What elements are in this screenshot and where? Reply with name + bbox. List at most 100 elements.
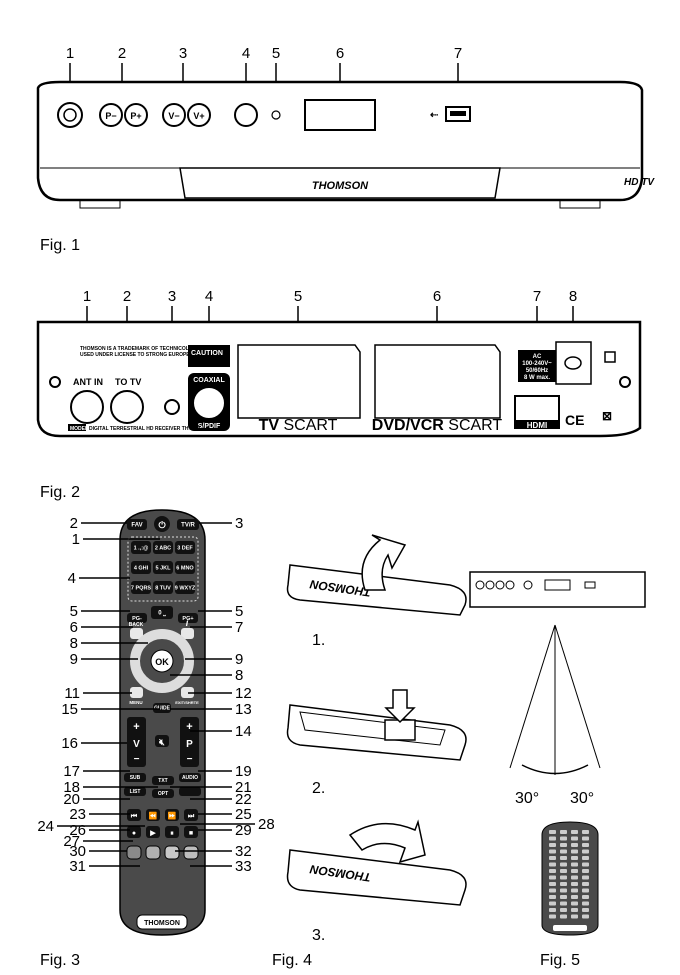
power-spec-line: 100-240V~ xyxy=(522,361,552,367)
navigation-ring[interactable] xyxy=(130,629,194,693)
mini-remote-key xyxy=(582,908,589,912)
tv-scart-label: TV SCART xyxy=(259,417,338,434)
callout-number: 28 xyxy=(258,816,275,833)
digit-key xyxy=(131,561,151,574)
power-button xyxy=(57,102,83,128)
mini-remote-key xyxy=(560,843,567,847)
mini-remote-key xyxy=(560,895,567,899)
front-buttons: P− P+ V− V+ xyxy=(99,103,211,127)
callout-number: 20 xyxy=(63,791,80,808)
digit-key-label: 8 TUV xyxy=(155,585,171,591)
program-rocker-label: P xyxy=(186,739,193,750)
mini-remote-key xyxy=(560,830,567,834)
color-key xyxy=(126,845,142,860)
digit-key-label: 9 WXYZ xyxy=(175,585,196,591)
mini-remote-key xyxy=(582,849,589,854)
volume-rocker-label: V xyxy=(133,739,140,750)
mini-remote-key xyxy=(571,888,578,893)
subtitle-key xyxy=(124,773,146,782)
callout-number: 31 xyxy=(69,858,86,875)
mini-remote-key xyxy=(560,849,567,854)
mini-remote-key xyxy=(582,888,589,893)
digit-key-label: 7 PQRS xyxy=(131,585,152,591)
teletext-key xyxy=(152,776,174,785)
back-key xyxy=(130,628,143,639)
ok-key xyxy=(150,649,174,673)
callout-number: 21 xyxy=(235,779,252,796)
callout-number: 26 xyxy=(69,822,86,839)
mini-remote-key xyxy=(549,914,556,919)
mini-remote-key xyxy=(549,901,556,906)
mini-remote-key xyxy=(549,869,556,873)
mini-remote-key xyxy=(571,914,578,919)
mini-remote-key xyxy=(560,856,567,860)
callout-number: 7 xyxy=(454,45,462,62)
ant-in-label: ANT IN xyxy=(73,377,103,387)
p-minus-button xyxy=(99,103,123,127)
record-key-icon: ● xyxy=(132,830,136,837)
callout-number: 3 xyxy=(235,515,243,532)
mini-remote-key xyxy=(549,836,556,841)
callout-number: 30 xyxy=(69,843,86,860)
callout-number: 19 xyxy=(235,763,252,780)
fig5-remote-angle: 30° 30° Fig. 5 xyxy=(469,571,646,969)
mini-remote-key xyxy=(582,856,589,860)
usb-rear-port xyxy=(164,399,180,415)
subtitle-key-label: SUB xyxy=(130,775,141,781)
digit-key-label: 6 MNO xyxy=(176,565,194,571)
callout-number: 4 xyxy=(68,570,76,587)
page-minus-key-label: PG- xyxy=(132,616,142,622)
mini-remote-key xyxy=(571,862,578,867)
callout-number: 8 xyxy=(70,635,78,652)
option-key-label: OPT xyxy=(158,791,168,797)
callout-number: 3 xyxy=(168,288,176,305)
callout-number: 1 xyxy=(83,288,91,305)
mini-remote-key xyxy=(549,856,556,860)
fig4-battery-cover: THOMSON 1. 2. THOMSON 3. Fig. 4 xyxy=(272,534,467,969)
volume-rocker-plus: + xyxy=(133,721,139,733)
front-flap xyxy=(179,167,501,199)
mini-remote-key xyxy=(571,882,578,886)
info-label: i xyxy=(186,618,189,628)
digit-key xyxy=(153,561,173,574)
mini-remote-key xyxy=(549,875,556,880)
callout-number: 9 xyxy=(70,651,78,668)
mini-remote-key xyxy=(571,856,578,860)
callout-number: 7 xyxy=(533,288,541,305)
digit-key-label: 2 ABC xyxy=(155,545,171,551)
numeric-keypad-outline xyxy=(127,536,199,602)
step2-lid: 2. xyxy=(286,689,467,797)
program-rocker xyxy=(180,717,199,767)
mini-remote-key xyxy=(582,836,589,841)
callout-number: 6 xyxy=(433,288,441,305)
mini-remote-key xyxy=(582,843,589,847)
callout-number: 8 xyxy=(235,667,243,684)
callout-number: 5 xyxy=(272,45,280,62)
p-minus-label: P− xyxy=(105,111,116,121)
hdmi-label: HDMI xyxy=(527,421,547,430)
step3-lid: THOMSON 3. xyxy=(286,819,467,944)
mini-remote-key xyxy=(549,908,556,912)
mini-remote-key xyxy=(571,895,578,899)
power-icon: ⏻ xyxy=(158,520,166,530)
tv-scart-connector xyxy=(237,344,361,419)
mini-remote-key xyxy=(560,908,567,912)
play-key xyxy=(146,826,160,838)
digit-key xyxy=(175,541,195,554)
digit-key xyxy=(131,581,151,594)
guide-key xyxy=(153,703,171,713)
dvd-scart-connector xyxy=(374,344,501,419)
digit-key xyxy=(153,541,173,554)
callout-number: 12 xyxy=(235,685,252,702)
rewind-key-icon: ⏪ xyxy=(149,811,158,820)
power-spec-line: 8 W max. xyxy=(524,375,550,381)
fast-forward-key xyxy=(165,809,179,821)
stop-key xyxy=(184,826,198,838)
trademark-line2: USED UNDER LICENSE TO STRONG EUROPE xyxy=(80,352,190,358)
callout-number: 27 xyxy=(63,833,80,850)
step-2-label: 2. xyxy=(312,780,325,797)
fav-key-label: FAV xyxy=(131,523,142,529)
